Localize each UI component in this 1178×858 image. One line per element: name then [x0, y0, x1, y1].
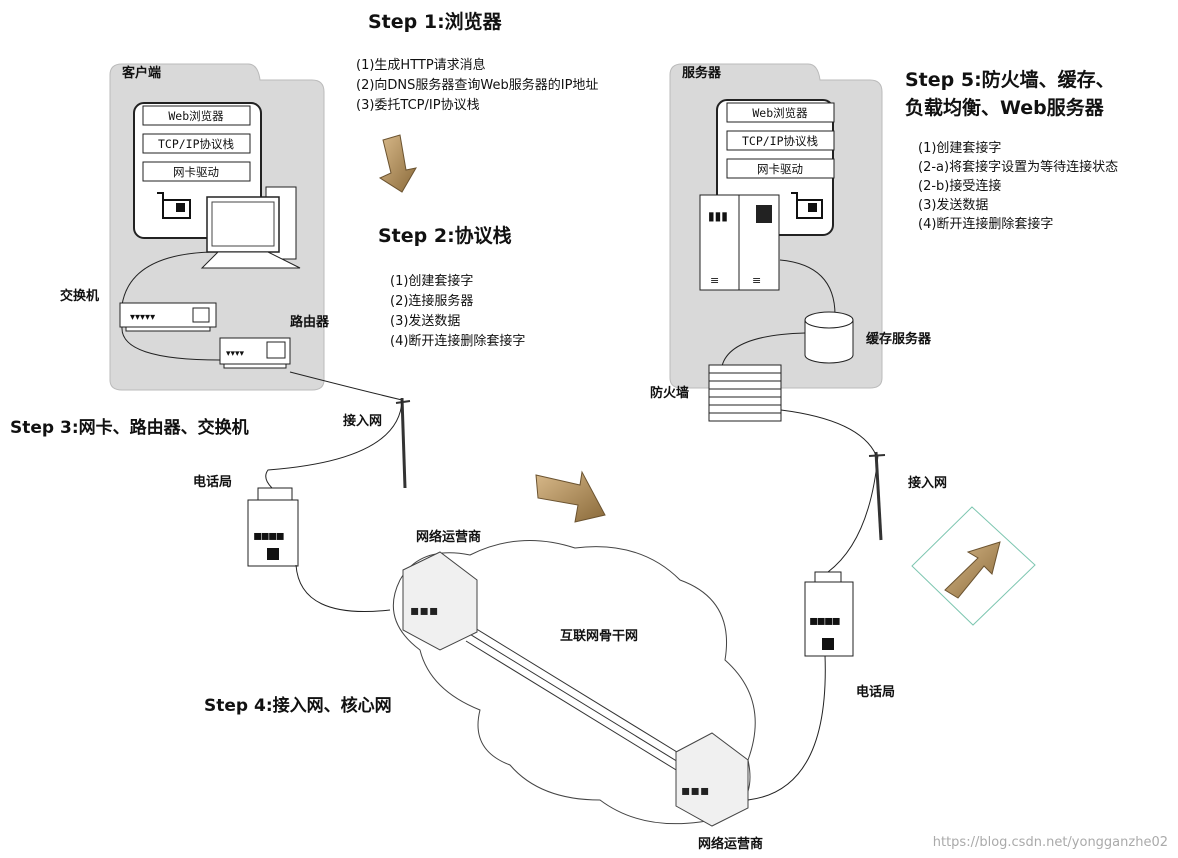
client-panel: 客户端 Web浏览器 TCP/IP协议栈 网卡驱动 ▾▾▾▾▾ ▾▾▾▾: [109, 63, 325, 391]
watermark: https://blog.csdn.net/yongganzhe02: [933, 835, 1168, 850]
access-network-right-label: 接入网: [908, 475, 947, 491]
step5-item: (2-a)将套接字设置为等待连接状态: [918, 159, 1118, 175]
svg-text:Web浏览器: Web浏览器: [752, 106, 808, 120]
client-layer-tcpip: TCP/IP协议栈: [142, 133, 251, 154]
step1-item: (2)向DNS服务器查询Web服务器的IP地址: [356, 77, 598, 93]
step5-item: (1)创建套接字: [918, 140, 1001, 156]
client-title: 客户端: [122, 65, 161, 81]
isp-top-label: 网络运营商: [416, 529, 481, 545]
step5-title: Step 5:防火墙、缓存、: [905, 68, 1115, 91]
step1-item: (3)委托TCP/IP协议栈: [356, 98, 480, 113]
switch-label: 交换机: [60, 288, 99, 304]
svg-text:▪▪▪: ▪▪▪: [410, 603, 438, 619]
server-layer-web: Web浏览器: [726, 102, 835, 123]
step2-title: Step 2:协议栈: [378, 224, 512, 247]
svg-text:网卡驱动: 网卡驱动: [173, 165, 219, 179]
svg-text:TCP/IP协议栈: TCP/IP协议栈: [158, 137, 235, 151]
isp-building-icon: ▪▪▪: [402, 551, 478, 651]
client-layer-web: Web浏览器: [142, 105, 251, 126]
svg-text:▪▪▪: ▪▪▪: [681, 783, 709, 799]
cache-server-icon: [804, 311, 854, 364]
down-arrow-icon: [378, 134, 417, 193]
phone-office-building-icon: ▪▪▪▪: [804, 571, 854, 657]
svg-text:TCP/IP协议栈: TCP/IP协议栈: [742, 134, 819, 148]
server-layer-tcpip: TCP/IP协议栈: [726, 130, 835, 151]
isp-bottom-label: 网络运营商: [698, 836, 763, 852]
svg-text:▪▪▪▪: ▪▪▪▪: [253, 528, 284, 544]
backbone-lines: [465, 624, 691, 777]
backbone-label: 互联网骨干网: [560, 629, 638, 644]
svg-text:≡: ≡: [752, 274, 761, 287]
step5-title-line2: 负载均衡、Web服务器: [905, 96, 1105, 119]
step3-title: Step 3:网卡、路由器、交换机: [10, 417, 249, 438]
svg-text:▾▾▾▾▾: ▾▾▾▾▾: [130, 312, 155, 323]
utility-pole-icon: [868, 451, 886, 541]
server-rack-icon: ▮▮▮ ≡ ≡: [699, 194, 780, 291]
client-layer-nic: 网卡驱动: [142, 161, 251, 182]
step2-item: (3)发送数据: [390, 313, 460, 329]
nic-card-icon: [791, 192, 823, 219]
step5-item: (4)断开连接删除套接字: [918, 216, 1053, 232]
step5-item: (3)发送数据: [918, 197, 988, 213]
server-layer-nic: 网卡驱动: [726, 158, 835, 179]
step1-title: Step 1:浏览器: [368, 10, 503, 33]
phone-office-left-label: 电话局: [193, 474, 232, 490]
svg-text:网卡驱动: 网卡驱动: [757, 162, 803, 176]
nic-card-icon: [157, 192, 191, 219]
step2-item: (1)创建套接字: [390, 273, 473, 289]
router-label: 路由器: [290, 314, 330, 330]
step2-item: (4)断开连接删除套接字: [390, 333, 525, 349]
step1-item: (1)生成HTTP请求消息: [356, 57, 486, 73]
router-icon: ▾▾▾▾: [219, 337, 291, 369]
access-network-left-label: 接入网: [343, 413, 382, 429]
firewall-label: 防火墙: [650, 385, 689, 401]
phone-office-building-icon: ▪▪▪▪: [247, 487, 299, 567]
server-panel: 服务器 Web浏览器 TCP/IP协议栈 网卡驱动 ▮▮▮ ≡ ≡: [669, 63, 883, 389]
step2-item: (2)连接服务器: [390, 293, 473, 309]
svg-text:Web浏览器: Web浏览器: [168, 109, 224, 123]
step5-item: (2-b)接受连接: [918, 178, 1001, 194]
switch-icon: ▾▾▾▾▾: [119, 302, 217, 332]
utility-pole-icon: [395, 397, 411, 489]
right-arrow-icon: [535, 470, 606, 523]
firewall-icon: [708, 364, 782, 422]
isp-building-icon: ▪▪▪: [675, 732, 749, 827]
phone-office-right-label: 电话局: [856, 684, 895, 700]
svg-text:▪▪▪▪: ▪▪▪▪: [809, 613, 840, 629]
desktop-computer-icon: [200, 186, 301, 269]
svg-text:▮▮▮: ▮▮▮: [708, 209, 728, 223]
step4-title: Step 4:接入网、核心网: [204, 695, 392, 716]
cache-server-label: 缓存服务器: [866, 331, 932, 347]
server-title: 服务器: [682, 65, 722, 81]
up-arrow-icon: [944, 541, 1001, 599]
svg-text:▾▾▾▾: ▾▾▾▾: [226, 349, 245, 359]
svg-text:≡: ≡: [710, 274, 719, 287]
